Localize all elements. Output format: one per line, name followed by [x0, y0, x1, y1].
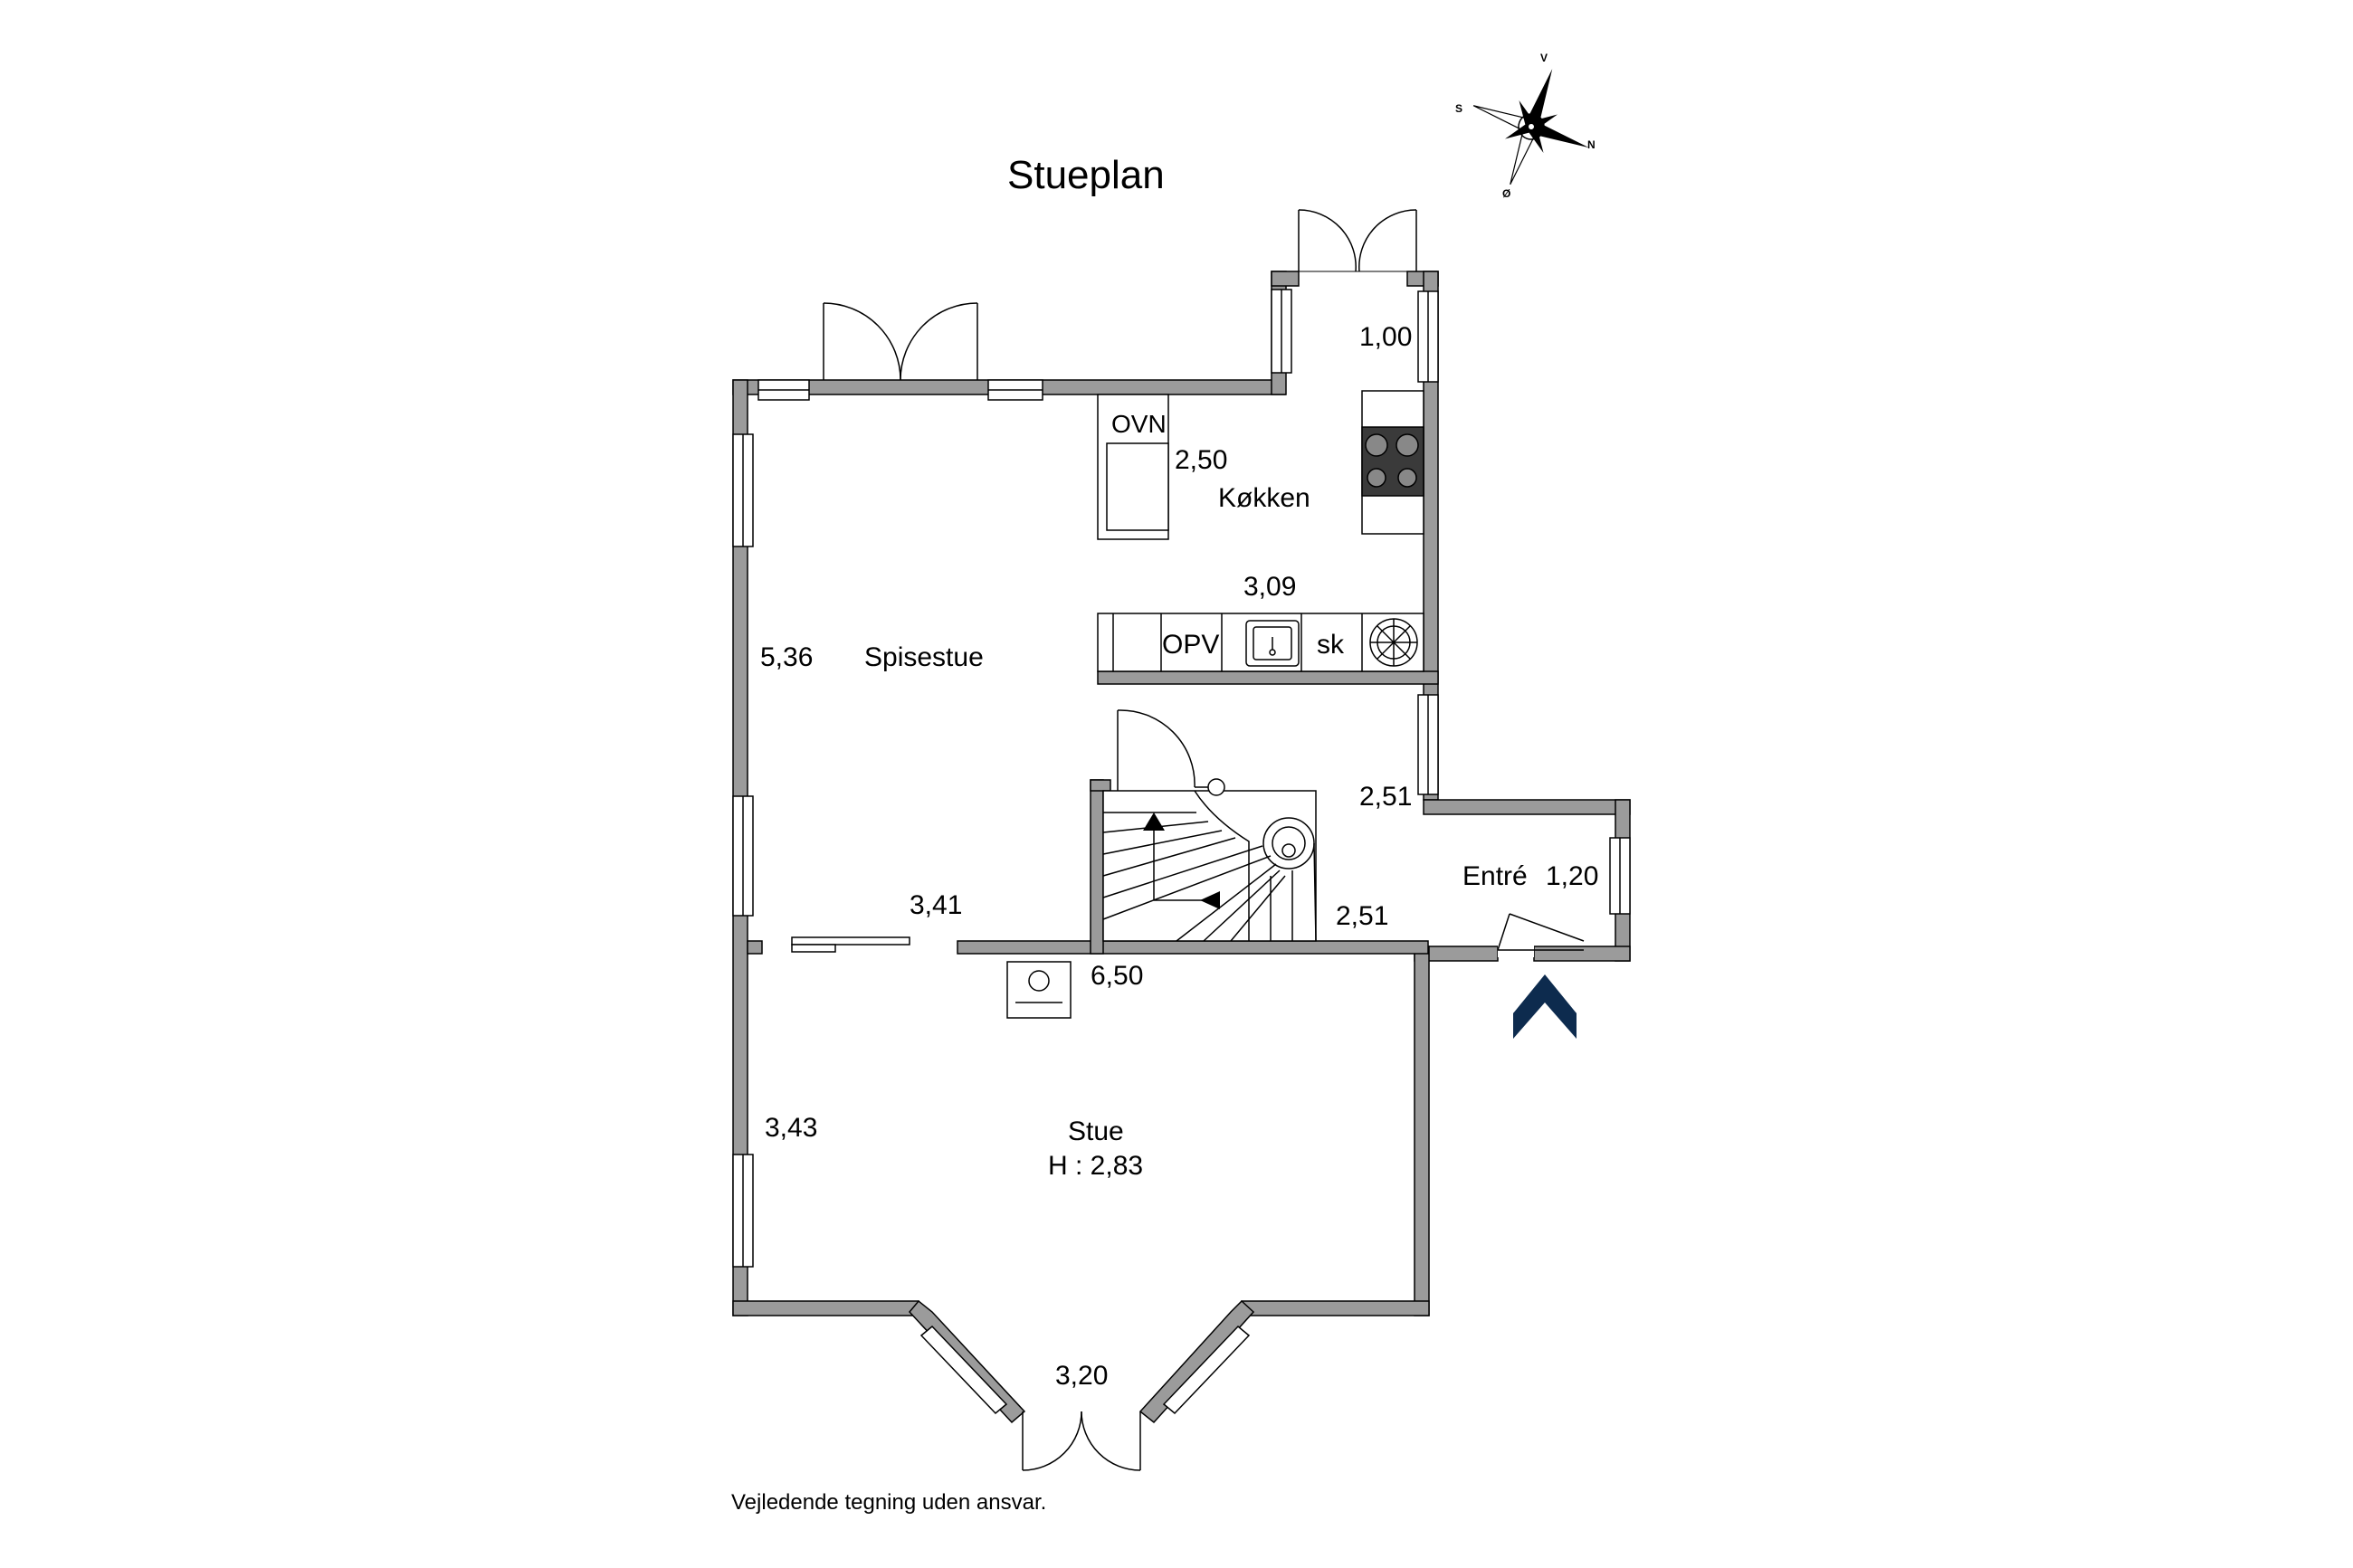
compass-rose-icon	[1472, 69, 1589, 185]
entry-arrow-body	[1513, 974, 1577, 1039]
disclaimer-text: Vejledende tegning uden ansvar.	[731, 1490, 1046, 1515]
kitchen-fixtures	[1097, 390, 1424, 672]
fan-blades	[1370, 619, 1417, 666]
dimension-dining-length: 5,36	[760, 642, 813, 672]
room-label-dining: Spisestue	[864, 642, 984, 672]
oven-label: OVN	[1111, 410, 1167, 438]
doors	[791, 209, 1585, 1471]
room-label-entrance: Entré	[1462, 861, 1528, 891]
cabinet-label: sk	[1317, 630, 1345, 660]
dimension-oven-depth: 2,50	[1175, 445, 1227, 475]
dimension-kitchen-door-width: 1,00	[1359, 322, 1412, 352]
dimension-living-length: 3,43	[765, 1113, 817, 1143]
dimension-dining-width: 3,41	[910, 890, 962, 920]
dimension-entrance-hall: 2,51	[1359, 782, 1412, 812]
dimension-bay-width: 3,20	[1055, 1361, 1108, 1391]
stair-arrows	[1143, 813, 1220, 909]
compass-label-north: N	[1587, 138, 1596, 151]
compass-label-south: S	[1455, 102, 1462, 115]
room-living-height: H : 2,83	[1048, 1151, 1143, 1181]
room-label-living: Stue	[1068, 1117, 1124, 1146]
staircase	[1102, 709, 1317, 942]
compass-label-east: Ø	[1502, 187, 1510, 200]
dimension-entrance-depth: 1,20	[1546, 861, 1598, 891]
dishwasher-label: OPV	[1162, 630, 1219, 660]
fireplace	[1006, 961, 1072, 1019]
page-title: Stueplan	[1007, 153, 1165, 197]
stove-burners	[1365, 433, 1419, 488]
dimension-stair-width: 2,51	[1336, 901, 1388, 931]
compass-label-west: V	[1540, 52, 1548, 64]
windows	[732, 289, 1631, 1415]
dimension-living-width: 6,50	[1091, 961, 1143, 991]
dimension-kitchen-width: 3,09	[1243, 572, 1296, 602]
room-label-kitchen: Køkken	[1218, 483, 1310, 513]
